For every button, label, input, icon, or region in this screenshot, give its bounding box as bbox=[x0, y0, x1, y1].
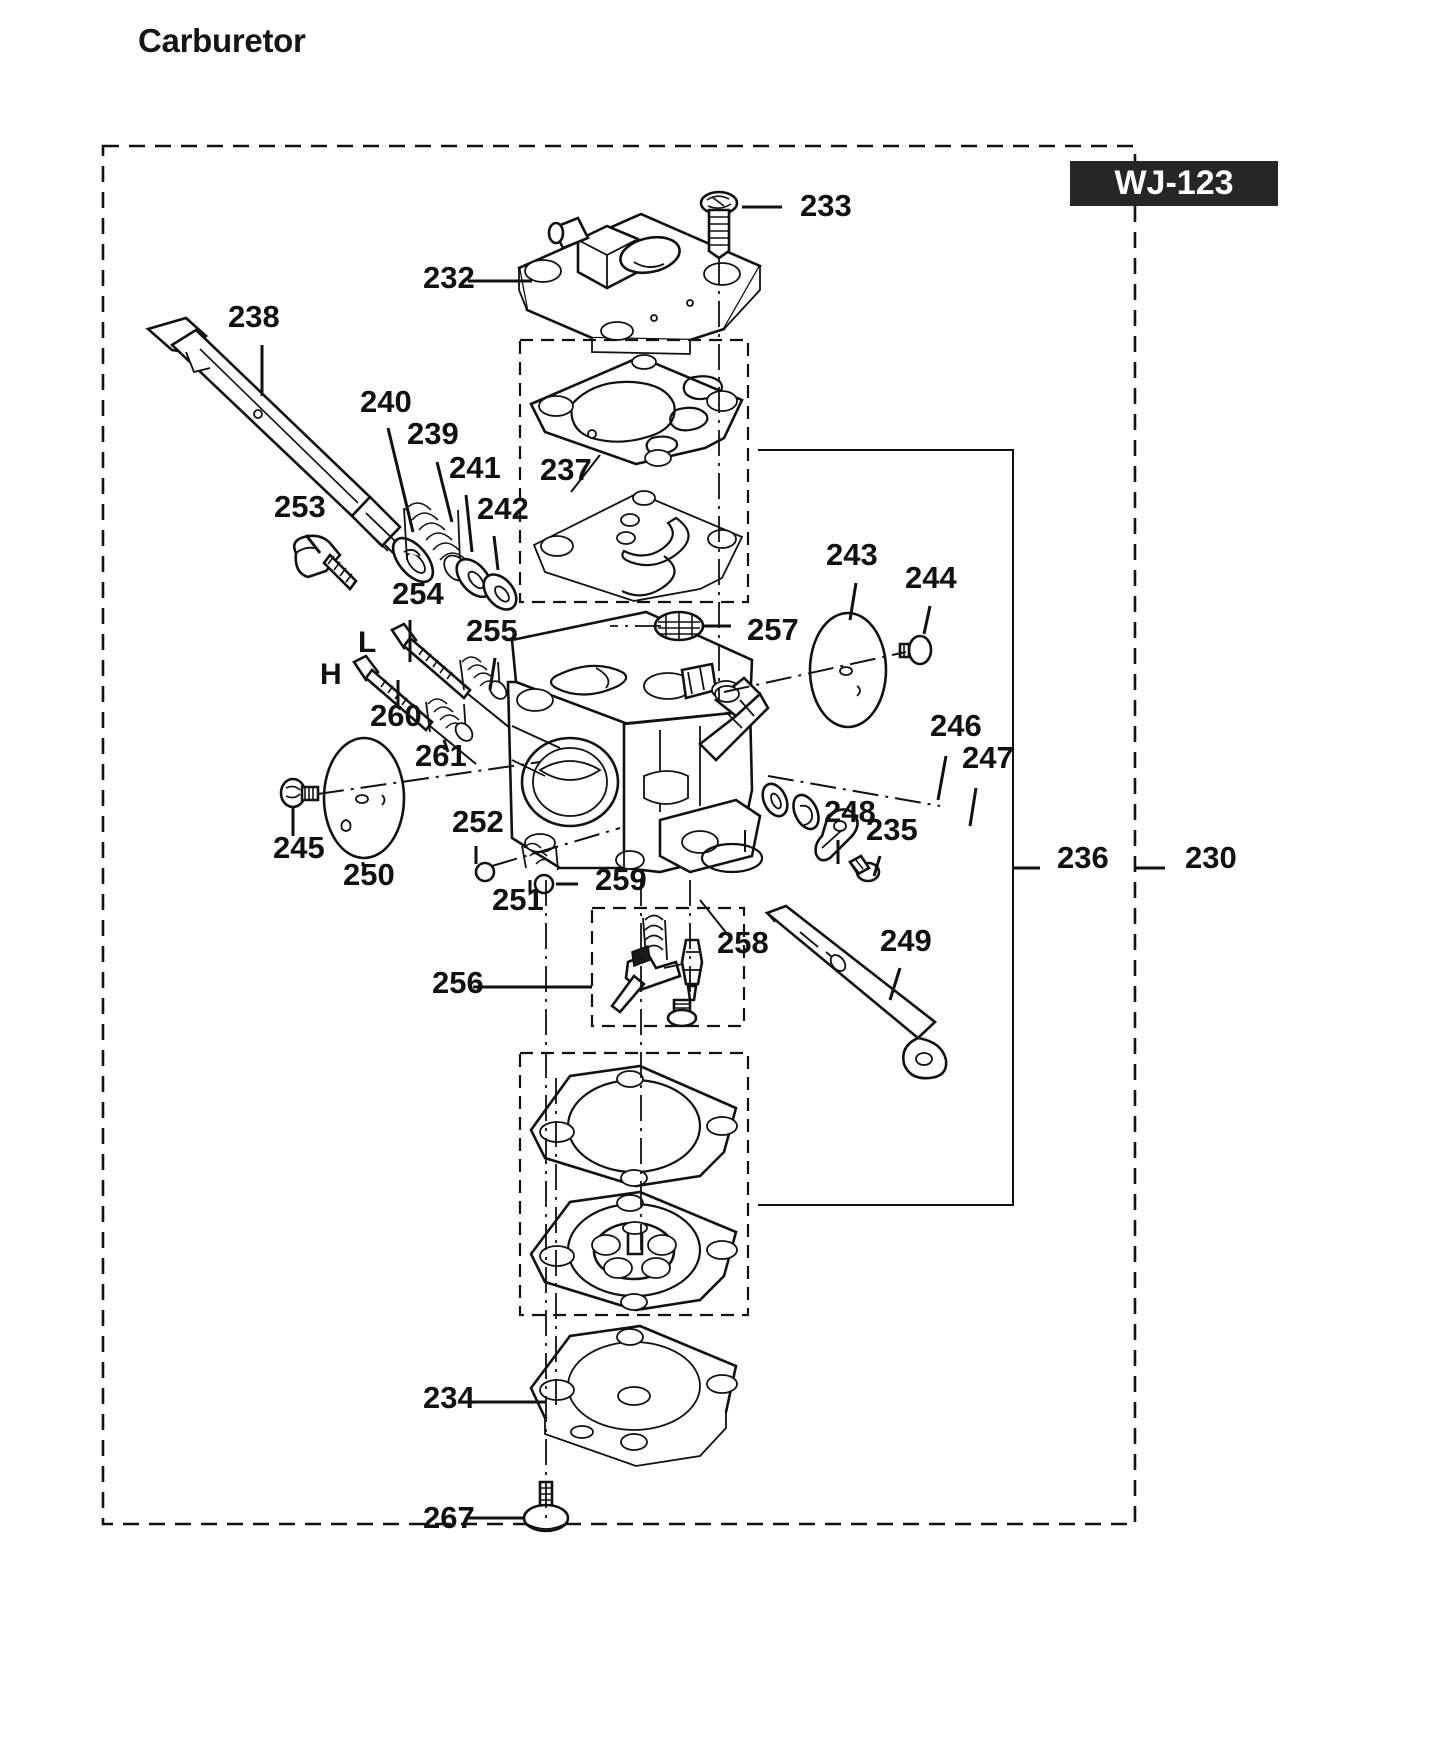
part-255-needle-spring bbox=[459, 656, 508, 700]
part-237a-pump-gasket bbox=[529, 354, 744, 467]
part-248-e-clip bbox=[792, 793, 820, 831]
callout-245: 245 bbox=[273, 830, 325, 865]
part-237b-pump-diaphragm bbox=[532, 490, 744, 602]
part-o-ring bbox=[700, 842, 764, 874]
callout-246: 246 bbox=[930, 708, 982, 743]
part-253-choke-knob bbox=[292, 534, 358, 591]
part-232-fuel-pump-cover bbox=[517, 212, 762, 355]
page-title: Carburetor bbox=[138, 22, 306, 59]
part-235-screw bbox=[848, 854, 881, 883]
label-high-speed: H bbox=[320, 658, 342, 691]
part-metering-diaphragm bbox=[529, 1190, 738, 1312]
label-low-speed: L bbox=[358, 626, 376, 659]
group-metering-boundary bbox=[518, 1051, 750, 1317]
leader-243 bbox=[848, 582, 858, 621]
part-238-throttle-shaft bbox=[145, 316, 421, 581]
callout-254: 254 bbox=[392, 576, 444, 611]
callout-237: 237 bbox=[540, 452, 592, 487]
callout-240: 240 bbox=[360, 384, 412, 419]
bracket-236 bbox=[758, 449, 1040, 1206]
callout-253: 253 bbox=[274, 489, 326, 524]
callout-243: 243 bbox=[826, 537, 878, 572]
callout-241: 241 bbox=[449, 450, 501, 485]
part-244-screw bbox=[898, 634, 933, 666]
part-259-ball bbox=[533, 873, 555, 895]
callout-238: 238 bbox=[228, 299, 280, 334]
part-234-metering-cover bbox=[529, 1324, 738, 1467]
callout-247: 247 bbox=[962, 740, 1014, 775]
part-240-washer bbox=[391, 536, 435, 584]
callout-230: 230 bbox=[1185, 840, 1237, 875]
callout-252: 252 bbox=[452, 804, 504, 839]
leader-240 bbox=[386, 427, 415, 533]
callout-261: 261 bbox=[415, 738, 467, 773]
part-254-low-needle bbox=[390, 622, 511, 729]
part-main-carburetor-body bbox=[506, 610, 770, 874]
leader-258b bbox=[699, 899, 733, 941]
centerline-252 bbox=[491, 827, 621, 867]
leader-239 bbox=[435, 461, 454, 523]
part-235-lever bbox=[814, 808, 859, 862]
callout-236: 236 bbox=[1057, 840, 1109, 875]
leader-253 bbox=[304, 534, 322, 554]
centerline-245-250 bbox=[317, 761, 541, 795]
leader-241 bbox=[464, 494, 474, 553]
callout-232: 232 bbox=[423, 260, 475, 295]
part-245-screw bbox=[279, 777, 320, 809]
part-242-e-clip bbox=[482, 573, 518, 611]
part-233-screw bbox=[699, 190, 739, 260]
part-257-inlet-screen bbox=[653, 610, 705, 642]
callout-233: 233 bbox=[800, 188, 852, 223]
part-258-screw bbox=[666, 998, 698, 1028]
callout-234: 234 bbox=[423, 1380, 475, 1415]
part-256-metering-lever bbox=[610, 914, 693, 1014]
model-badge-label: WJ-123 bbox=[1114, 164, 1233, 202]
model-badge: WJ-123 bbox=[1070, 161, 1278, 206]
part-258-inlet-needle bbox=[680, 938, 704, 1002]
callout-255: 255 bbox=[466, 613, 518, 648]
part-249-choke-shaft bbox=[764, 904, 948, 1080]
part-metering-gasket bbox=[529, 1064, 738, 1188]
leader-242 bbox=[492, 535, 500, 571]
centerline-243-244 bbox=[723, 651, 907, 693]
centerline-246 bbox=[767, 775, 941, 807]
model-badge-bg bbox=[1070, 161, 1278, 206]
leader-261 bbox=[442, 739, 450, 753]
group-256-boundary bbox=[590, 906, 746, 1028]
assembly-boundary-230 bbox=[101, 144, 1137, 1526]
callout-249: 249 bbox=[880, 923, 932, 958]
callout-256: 256 bbox=[432, 965, 484, 1000]
callout-251: 251 bbox=[492, 882, 544, 917]
leader-237 bbox=[570, 454, 601, 493]
callout-239: 239 bbox=[407, 416, 459, 451]
leader-244 bbox=[922, 605, 932, 635]
leader-255 bbox=[488, 657, 497, 691]
group-237-boundary bbox=[518, 338, 750, 604]
callout-244: 244 bbox=[905, 560, 957, 595]
part-247-washer bbox=[761, 782, 789, 818]
leader-249 bbox=[888, 967, 902, 1001]
callout-267: 267 bbox=[423, 1500, 475, 1535]
leader-246 bbox=[936, 755, 948, 801]
callout-235: 235 bbox=[866, 812, 918, 847]
leader-235 bbox=[872, 855, 882, 877]
callout-248: 248 bbox=[824, 794, 876, 829]
part-252-ball bbox=[474, 861, 496, 883]
part-243-throttle-plate bbox=[808, 611, 888, 729]
callout-259: 259 bbox=[595, 862, 647, 897]
callout-258: 258 bbox=[717, 925, 769, 960]
part-250-choke-plate bbox=[322, 736, 406, 860]
leader-247 bbox=[968, 787, 978, 827]
callout-257: 257 bbox=[747, 612, 799, 647]
part-261-needle-spring bbox=[425, 698, 474, 742]
callout-260: 260 bbox=[370, 698, 422, 733]
callout-250: 250 bbox=[343, 857, 395, 892]
callout-242: 242 bbox=[477, 491, 529, 526]
